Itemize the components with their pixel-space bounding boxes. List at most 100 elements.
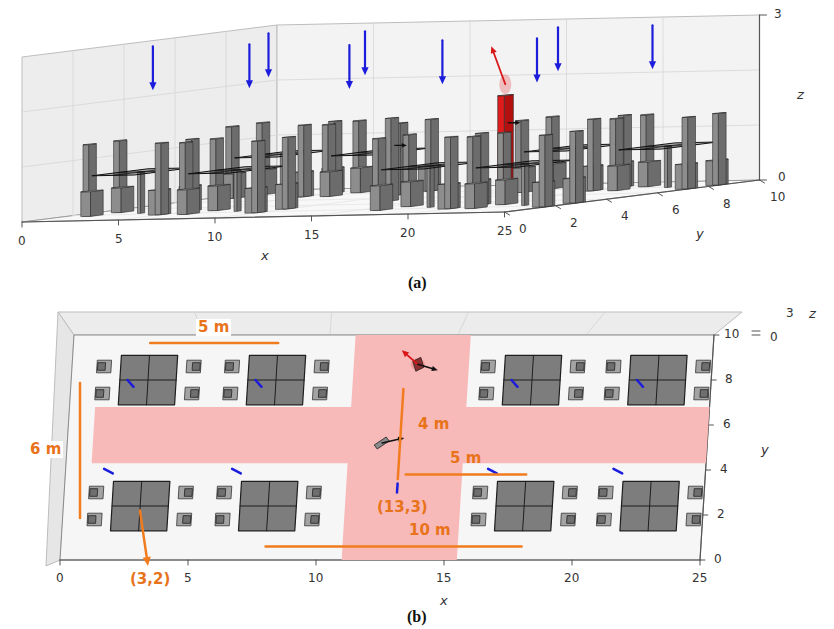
tick-label: 10 [770,191,785,205]
person-top [190,390,198,398]
table-top [118,355,177,405]
person-top [97,363,105,371]
seated-person [252,140,265,141]
tick-label: 25 [692,572,707,586]
heading-arrow-head [491,46,497,54]
person-top [702,363,710,371]
seated-person [713,113,727,114]
person-top [474,489,482,497]
sensor-arrow-head [361,67,368,75]
sensor-mark [488,469,497,474]
table-seam [531,355,534,405]
seated-person [713,114,719,186]
chair [688,486,703,499]
chair [95,387,110,400]
dimension-line [406,473,526,476]
chair [81,190,103,192]
tick-label: 15 [304,229,319,243]
chair [496,178,518,180]
chair [330,170,343,196]
seated-person [353,120,366,121]
dimension-label: 5 m [196,319,231,336]
dimension-label: 4 m [418,416,449,433]
chair [187,188,200,214]
tick-mark [408,214,409,219]
tick-label: 3 [786,307,794,321]
person-top [574,390,582,398]
table-top [628,355,687,405]
chair [598,486,613,499]
tick-mark [708,425,713,426]
sensor-arrow [536,38,538,74]
back-wall [277,15,760,190]
chair [561,513,576,526]
tick-mark [700,560,705,561]
chair [91,190,104,216]
person-top [607,363,615,371]
table-top [92,168,191,176]
tick-label: 0 [778,171,786,185]
axis-label: y [696,227,704,242]
tick-mark [188,560,189,565]
seated-person [539,134,553,135]
seated-person [618,115,631,116]
person-top [597,516,605,524]
body-arrow-head [515,120,520,125]
sensor-arrow-head [346,81,353,89]
person-top [312,489,320,497]
dimension-line [266,545,522,548]
seated-person [546,116,559,117]
sensor-arrow [152,46,154,82]
chair [570,360,585,373]
dimension-line [79,383,82,518]
chair [606,360,621,373]
body-arrow-head [431,366,438,371]
tick-label: 0 [714,553,722,567]
seated-person [226,126,239,127]
seated-person [298,125,304,197]
seated-person [682,117,688,189]
person-top [183,516,191,524]
chair [496,180,506,205]
sensor-mark [256,380,262,387]
seated-person [641,114,654,115]
chair [465,184,475,209]
chair [87,513,102,526]
person-top [692,516,700,524]
seated-person [186,138,199,139]
person-top [318,390,326,398]
seated-person [576,131,584,203]
person-top [225,363,233,371]
sensor-arrow [651,25,653,61]
tick-label: 0 [56,572,64,586]
sensor-mark [637,380,643,387]
table-leg [141,172,145,214]
coordinate-arrow [140,511,147,558]
back-wall [58,312,742,335]
chair [208,186,218,211]
tick-mark [700,560,701,565]
sensor-arrow [364,31,366,67]
table-seam [267,481,270,531]
chair [177,513,192,526]
table-top [619,142,718,150]
tick-label: 0 [770,331,778,345]
target-person [498,95,514,96]
chair [638,160,660,162]
chair [351,168,361,193]
dimension-label: 10 m [409,522,451,539]
tick-mark [706,470,711,471]
table-leg [138,172,141,213]
table-leg [237,170,241,212]
person-top [224,390,232,398]
sensor-mark [396,484,399,493]
chair [471,513,486,526]
tick-mark [709,186,714,189]
sensor-arrow [557,27,559,63]
seated-person [298,124,311,125]
table-top [239,481,298,531]
tick-label: 15 [436,572,451,586]
dimension-line [150,342,278,345]
table-seam [147,355,150,405]
heading-arrow [407,355,418,364]
